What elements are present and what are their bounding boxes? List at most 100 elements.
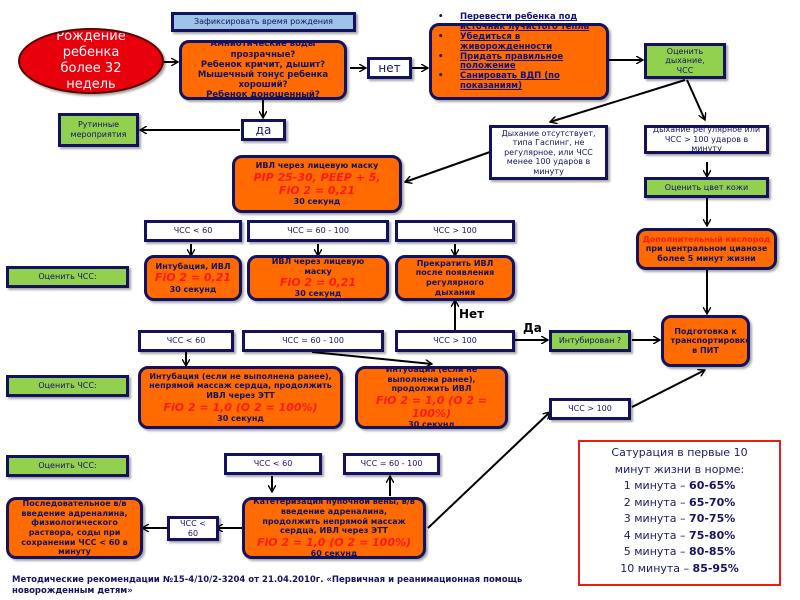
saturation-minute: 2 минута – [623,495,690,509]
yes-label: да [255,122,272,137]
assess-breathing-label: Оценить дыхание, ЧСС [665,46,705,75]
hr-60-100-box-1: ЧСС = 60 - 100 [247,220,389,242]
arrow-assess-to-regular [686,79,705,120]
mask-continue-box: ИВЛ через лицевую маску FiO 2 = 0,21 30 … [247,255,389,301]
start-ellipse: Рождение ребенка более 32 недель [18,28,164,94]
arrow-absent-to-mask [405,151,491,182]
start-label: Рождение ребенка более 32 недель [56,28,126,93]
continue-duration: 30 секунд [408,420,455,429]
hr-lt60-label: ЧСС < 60 [253,459,293,469]
saturation-minute: 4 минута – [623,528,690,542]
continue-fio2: FiO 2 = 1,0 (O 2 = 100%) [375,393,488,421]
assess-skin-box: Оценить цвет кожи [644,177,769,198]
saturation-value: 75-80% [689,528,736,542]
mask-duration: 30 секунд [293,197,341,207]
oxygen-box: Дополнительный кислород при центральном … [636,228,777,270]
hr-60-100-label: ЧСС = 60 - 100 [282,336,344,346]
mask-continue-title: ИВЛ через лицевую маску [271,257,365,276]
saturation-panel: Сатурация в первые 10 минут жизни в норм… [578,440,781,586]
saturation-value: 65-70% [689,495,736,509]
mask-fio2: FiO 2 = 0,21 [278,184,356,197]
routine-box: Рутинные мероприятия [58,113,139,147]
assess-hr-box-1: Оценить ЧСС: [6,266,129,288]
footer-reference: Методические рекомендации №15-4/10/2-320… [12,575,523,597]
hr-lt60-label: ЧСС < 60 [166,336,206,346]
sequential-label: Последовательное в/в введение адреналина… [21,499,128,557]
arrow-60100-to-continue [311,351,432,364]
continue-title: Интубация (если не выполнена ранее), про… [385,366,478,394]
record-time-label: Зафиксировать время рождения [194,17,333,27]
initial-steps-list: Перевести ребенка под источник лучистого… [434,13,604,91]
arrow-catheter-to-gt100 [427,412,550,529]
assess-hr-label: Оценить ЧСС: [38,272,97,282]
catheter-box: Катетеризация пупочной вены, в/в введени… [242,497,426,559]
mask-continue-duration: 30 секунд [294,289,342,299]
assess-skin-label: Оценить цвет кожи [664,182,749,192]
no-box: нет [367,57,412,79]
continue-ventilation-box: Интубация (если не выполнена ранее), про… [355,366,508,429]
intubated-question-box: Интубирован ? [549,330,631,352]
saturation-value: 80-85% [689,545,736,558]
breathing-regular-box: Дыхание регулярное или ЧСС > 100 ударов … [644,125,769,154]
transport-label: Подготовка к транспортировке в ПИТ [670,326,750,355]
question-2: Ребенок кричит, дышит? [200,59,326,70]
oxygen-rest-label: при центральном цианозе более 5 минут жи… [645,244,768,263]
question-3: Мышечный тонус ребенка хороший? [197,70,329,91]
massage-duration: 30 секунд [217,413,264,423]
breathing-regular-label: Дыхание регулярное или ЧСС > 100 ударов … [652,125,761,154]
saturation-row: 1 минута – 60-65% [580,478,779,495]
hr-lt60-box-2: ЧСС < 60 [138,330,234,352]
assess-breathing-box: Оценить дыхание, ЧСС [644,43,726,79]
hr-gt100-box-1: ЧСС > 100 [395,220,515,242]
massage-box: Интубация (если не выполнена ранее), неп… [138,366,343,429]
saturation-minute: 5 минута – [623,545,690,558]
hr-gt100-box-2: ЧСС > 100 [395,330,515,352]
transport-box: Подготовка к транспортировке в ПИТ [661,315,750,367]
hr-gt100-label: ЧСС > 100 [568,404,612,414]
hr-60-100-label: ЧСС = 60 - 100 [360,459,423,469]
saturation-value: 60-65% [689,479,736,492]
hr-lt60-box-1: ЧСС < 60 [144,220,242,242]
saturation-row: 5 минута – 80-85% [580,544,779,561]
saturation-row: 10 минута – 85-95% [580,561,779,578]
question-1: Амниотические воды прозрачные? [210,40,316,60]
saturation-row: 3 минута – 70-75% [580,511,779,528]
hr-lt60-label: ЧСС < 60 [173,226,213,236]
step-item: Убедиться в живорожденности [434,32,604,53]
massage-fio2: FiO 2 = 1,0 (O 2 = 100%) [163,400,318,414]
question-4: Ребенок доношенный? [206,90,320,100]
massage-title: Интубация (если не выполнена ранее), неп… [149,371,332,400]
intubation-title: Интубация, ИВЛ [155,261,231,271]
intubation-duration: 30 секунд [169,284,217,294]
step-item: Придать правильное положение [434,52,604,73]
sequential-box: Последовательное в/в введение адреналина… [6,497,143,559]
assess-hr-box-3: Оценить ЧСС: [6,455,129,477]
stop-ventilation-box: Прекратить ИВЛ после появления регулярно… [395,255,515,301]
branch-yes-label: Да [523,321,542,335]
arrow-gt100-to-transport [631,370,705,408]
saturation-minute: 10 минута – [620,561,693,575]
hr-gt100-label: ЧСС > 100 [433,226,477,236]
hr-60-100-label: ЧСС = 60 - 100 [287,226,349,236]
assess-hr-label: Оценить ЧСС: [38,461,97,471]
catheter-fio2: FiO 2 = 1,0 (O 2 = 100%) [256,535,412,549]
assess-hr-box-2: Оценить ЧСС: [6,375,129,397]
hr-60-100-box-3: ЧСС = 60 - 100 [343,453,440,475]
stop-ventilation-label: Прекратить ИВЛ после появления регулярно… [415,258,495,297]
assess-hr-label: Оценить ЧСС: [38,381,97,391]
breathing-absent-label: Дыхание отсутствует, типа Гаспинг, не ре… [501,128,596,176]
saturation-value: 85-95% [692,561,739,575]
hr-lt60-split-label: ЧСС < 60 [180,518,206,538]
initial-steps-box: Перевести ребенка под источник лучистого… [429,13,609,100]
intubated-question-label: Интубирован ? [558,336,622,346]
oxygen-red-label: Дополнительный кислород [642,234,771,244]
step-item: Перевести ребенка под источник лучистого… [434,13,604,33]
record-time-box: Зафиксировать время рождения [171,12,356,32]
catheter-title: Катетеризация пупочной вены, в/в введени… [253,497,415,536]
routine-label: Рутинные мероприятия [70,120,127,139]
saturation-title: Сатурация в первые 10 минут жизни в норм… [611,446,748,476]
mask-continue-fio2: FiO 2 = 0,21 [279,276,357,290]
yes-box: да [241,119,286,141]
saturation-value: 70-75% [689,512,736,525]
saturation-minute: 3 минута – [623,512,690,525]
